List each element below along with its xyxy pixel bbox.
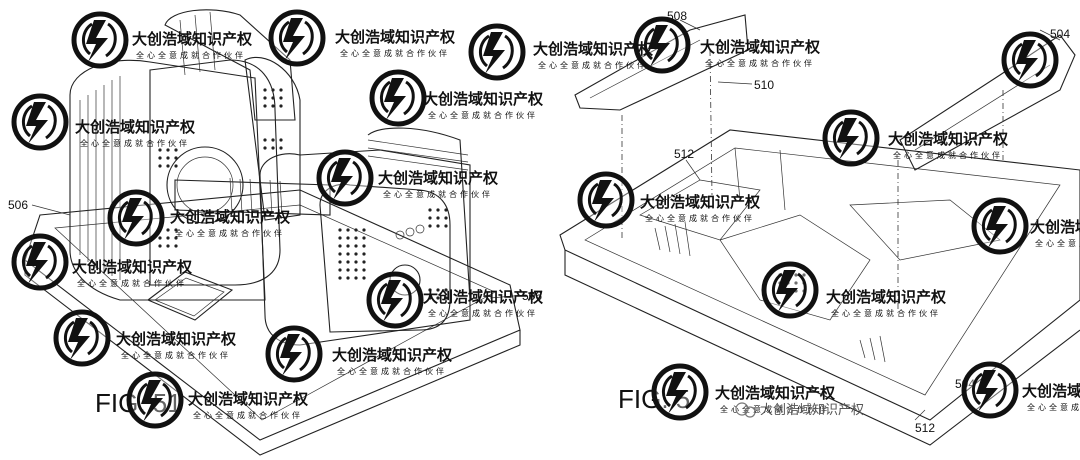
ref-506-b: 506: [522, 289, 542, 303]
svg-text:全心全意成就合作伙伴: 全心全意成就合作伙伴: [383, 189, 493, 199]
watermark-text-2: 大创浩域知识产权 全心全意成就合作伙伴: [335, 28, 456, 58]
svg-text:大创浩域知识产权: 大创浩域知识产权: [378, 169, 499, 187]
ref-512-a: 512: [674, 147, 694, 161]
svg-text:全心全意成就合作伙伴: 全心全意成就合作伙伴: [705, 58, 815, 68]
svg-text:全心全意成就合作伙伴: 全心全意成就合作伙伴: [428, 110, 538, 120]
svg-text:大创浩域知识产权: 大创浩域知识产权: [188, 390, 309, 408]
watermark-text-16: 大创浩域知识产权 全心全意成就合作伙伴: [1030, 218, 1080, 248]
svg-text:全心全意成就合作伙伴: 全心全意成就合作伙伴: [645, 213, 755, 223]
svg-text:大创浩域知识产权: 大创浩域知识产权: [640, 193, 761, 211]
svg-text:大创浩域知识产权: 大创浩域知识产权: [888, 130, 1009, 148]
svg-text:大创浩域知识产权: 大创浩域知识产权: [715, 384, 836, 402]
svg-text:大创浩域知识产权: 大创浩域知识产权: [760, 402, 864, 418]
svg-text:全心全意成就合作伙伴: 全心全意成就合作伙伴: [121, 350, 231, 360]
watermark-text-19: 大创浩域知识产权 全心全意成就合作伙伴: [1022, 382, 1080, 412]
svg-text:全心全意成就合作伙伴: 全心全意成就合作伙伴: [193, 410, 303, 420]
svg-text:大创浩域知识产权: 大创浩域知识产权: [72, 258, 193, 276]
svg-text:大创浩域知识产权: 大创浩域知识产权: [116, 330, 237, 348]
exploded-tray-drawing: [559, 14, 1080, 446]
watermark-text-11: 大创浩域知识产权 全心全意成就合作伙伴: [332, 346, 453, 376]
chat-bubble-icon: [735, 402, 749, 416]
reference-numerals: 506 506 508 504 510 512 512 504: [8, 9, 1070, 435]
svg-text:全心全意成就合作伙伴: 全心全意成就合作伙伴: [175, 228, 285, 238]
watermark-text-8: 大创浩域知识产权 全心全意成就合作伙伴: [72, 258, 193, 288]
ref-504-a: 504: [1050, 27, 1070, 41]
svg-text:大创浩域知识产权: 大创浩域知识产权: [700, 38, 821, 56]
watermark-text-4: 大创浩域知识产权 全心全意成就合作伙伴: [75, 118, 196, 148]
svg-text:全心全意成就合作伙伴: 全心全意成就合作伙伴: [1027, 402, 1080, 412]
svg-text:全心全意成就合作伙伴: 全心全意成就合作伙伴: [337, 366, 447, 376]
watermark-text-13: 大创浩域知识产权 全心全意成就合作伙伴: [700, 38, 821, 68]
svg-text:全心全意成就合作伙伴: 全心全意成就合作伙伴: [136, 50, 246, 60]
watermark-text-17: 大创浩域知识产权 全心全意成就合作伙伴: [826, 288, 947, 318]
svg-text:全心全意成就合作伙伴: 全心全意成就合作伙伴: [77, 278, 187, 288]
svg-text:大创浩域知识产权: 大创浩域知识产权: [170, 208, 291, 226]
watermark-text-3: 大创浩域知识产权 全心全意成就合作伙伴: [533, 40, 654, 70]
svg-text:全心全意成就合作伙伴: 全心全意成就合作伙伴: [893, 150, 1003, 160]
watermark-text-12: 大创浩域知识产权 全心全意成就合作伙伴: [188, 390, 309, 420]
dumbbell-on-tray-drawing: [24, 9, 526, 456]
svg-text:大创浩域知识产权: 大创浩域知识产权: [826, 288, 947, 306]
svg-text:全心全意成就合作伙伴: 全心全意成就合作伙伴: [720, 404, 830, 414]
svg-text:大创浩域知识产权: 大创浩域知识产权: [132, 30, 253, 48]
ref-506-a: 506: [8, 198, 28, 212]
svg-text:大创浩域知识产权: 大创浩域知识产权: [332, 346, 453, 364]
watermark-text-14: 大创浩域知识产权 全心全意成就合作伙伴: [888, 130, 1009, 160]
ref-512-b: 512: [915, 421, 935, 435]
watermark-text-5: 大创浩域知识产权 全心全意成就合作伙伴: [423, 90, 544, 120]
svg-text:全心全意成就合作伙伴: 全心全意成就合作伙伴: [1035, 238, 1080, 248]
ref-510: 510: [754, 78, 774, 92]
watermark-text-18: 大创浩域知识产权 全心全意成就合作伙伴: [715, 384, 836, 414]
watermark-text-10: 大创浩域知识产权 全心全意成就合作伙伴: [423, 288, 544, 318]
watermark-text-1: 大创浩域知识产权 全心全意成就合作伙伴: [132, 30, 253, 60]
svg-text:大创浩域知识产权: 大创浩域知识产权: [1030, 218, 1080, 236]
svg-text:大创浩域知识产权: 大创浩域知识产权: [423, 288, 544, 306]
svg-text:全心全意成就合作伙伴: 全心全意成就合作伙伴: [538, 60, 648, 70]
svg-text:大创浩域知识产权: 大创浩域知识产权: [423, 90, 544, 108]
svg-text:大创浩域知识产权: 大创浩域知识产权: [335, 28, 456, 46]
watermark-text-6: 大创浩域知识产权 全心全意成就合作伙伴: [170, 208, 291, 238]
svg-text:全心全意成就合作伙伴: 全心全意成就合作伙伴: [80, 138, 190, 148]
svg-text:大创浩域知识产权: 大创浩域知识产权: [1022, 382, 1080, 400]
watermark-text-9: 大创浩域知识产权 全心全意成就合作伙伴: [116, 330, 237, 360]
svg-text:大创浩域知识产权: 大创浩域知识产权: [533, 40, 654, 58]
social-account-watermark: 大创浩域知识产权: [735, 402, 864, 418]
svg-text:全心全意成就合作伙伴: 全心全意成就合作伙伴: [340, 48, 450, 58]
watermark-text-7: 大创浩域知识产权 全心全意成就合作伙伴: [378, 169, 499, 199]
svg-text:全心全意成就合作伙伴: 全心全意成就合作伙伴: [428, 308, 538, 318]
svg-text:全心全意成就合作伙伴: 全心全意成就合作伙伴: [831, 308, 941, 318]
watermark-text-15: 大创浩域知识产权 全心全意成就合作伙伴: [640, 193, 761, 223]
watermark-texts: 大创浩域知识产权 全心全意成就合作伙伴 大创浩域知识产权 全心全意成就合作伙伴 …: [72, 28, 1080, 420]
svg-text:大创浩域知识产权: 大创浩域知识产权: [75, 118, 196, 136]
